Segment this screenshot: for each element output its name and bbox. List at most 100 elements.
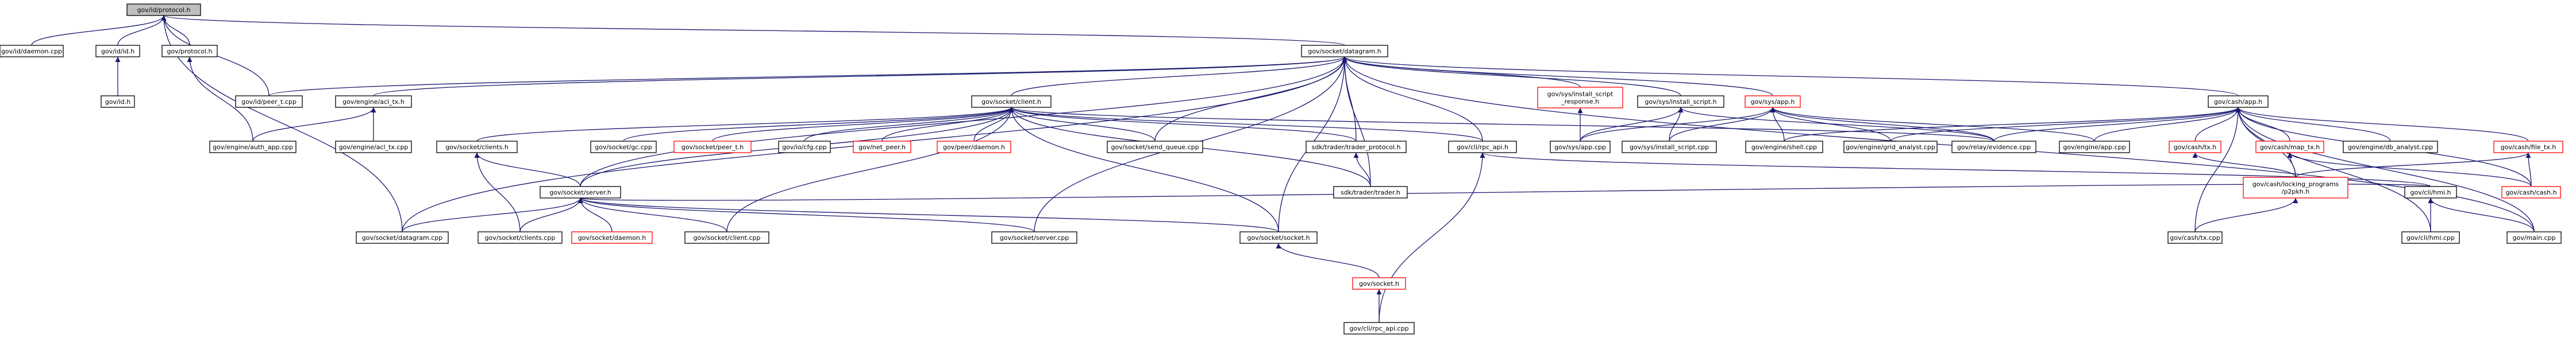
node-socket-datagram-cpp[interactable]: gov/socket/datagram.cpp — [356, 231, 449, 244]
edge-n_cli_hmi_h-to-n_gov_main_cpp — [2428, 197, 2535, 232]
node-cli-rpc-api-h[interactable]: gov/cli/rpc_api.h — [1448, 141, 1517, 153]
node-label: gov/id.h — [105, 98, 130, 106]
node-box — [2343, 141, 2438, 153]
node-cash-file-tx-h[interactable]: gov/cash/file_tx.h — [2493, 141, 2563, 153]
node-box — [95, 45, 140, 57]
node-box — [1550, 141, 1611, 153]
node-socket-datagram-h[interactable]: gov/socket/datagram.h — [1301, 45, 1388, 57]
node-gov-main-cpp[interactable]: gov/main.cpp — [2506, 231, 2562, 244]
node-protocol-h[interactable]: gov/id/protocol.h — [126, 3, 201, 16]
node-socket-gc-cpp[interactable]: gov/socket/gc.cpp — [590, 141, 657, 153]
node-box — [101, 95, 135, 108]
node-box — [1745, 95, 1801, 108]
node-label: gov/peer/daemon.h — [943, 143, 1005, 151]
node-engine-shell-cpp[interactable]: gov/engine/shell.cpp — [1745, 141, 1823, 153]
node-cash-tx-h[interactable]: gov/cash/tx.h — [2169, 141, 2221, 153]
node-label: gov/socket/clients.h — [445, 143, 509, 151]
node-socket-daemon-h[interactable]: gov/socket/daemon.h — [571, 231, 653, 244]
edge-n_socket_client_h-to-n_socket_gc_cpp — [623, 107, 1014, 142]
edge-n_socket_client_h-to-n_socket_socket_h — [1008, 107, 1279, 232]
node-sys-app-cpp[interactable]: gov/sys/app.cpp — [1550, 141, 1611, 153]
node-label: gov/protocol.h — [167, 48, 212, 55]
node-sdk-trader-trader-h[interactable]: sdk/trader/trader.h — [1333, 186, 1408, 199]
node-label: gov/engine/app.cpp — [2063, 143, 2126, 151]
node-sys-install-script-h[interactable]: gov/sys/install_script.h — [1637, 95, 1724, 108]
node-socket-peer-t-h[interactable]: gov/socket/peer_t.h — [673, 141, 752, 153]
edge-n_socket_client_h-to-n_relay_evidence_cpp — [1008, 107, 1994, 142]
edge-n_cash_file_tx_h-to-n_cash_locking_programs_p2pkh_h — [2295, 152, 2531, 178]
edge-n_socket_client_h-to-n_socket_send_queue_cpp — [1008, 107, 1156, 142]
node-box — [0, 45, 64, 57]
node-id-h[interactable]: gov/id.h — [101, 95, 135, 108]
node-cli-hmi-h[interactable]: gov/cli/hmi.h — [2404, 186, 2457, 199]
edge-n_socket_client_h-to-n_socket_clients_h — [476, 107, 1014, 142]
node-socket-clients-cpp[interactable]: gov/socket/clients.cpp — [478, 231, 563, 244]
node-id-peer-t-cpp[interactable]: gov/id/peer_t.cpp — [235, 95, 303, 108]
edge-n_socket_clients_h-to-n_socket_server_h — [474, 152, 581, 187]
edge-n_socket_datagram_h-to-n_id_peer_t_cpp — [268, 56, 1347, 96]
node-sdk-trader-protocol-h[interactable]: sdk/trader/trader_protocol.h — [1306, 141, 1407, 153]
node-id-id-h[interactable]: gov/id/id.h — [95, 45, 140, 57]
node-peer-daemon-h[interactable]: gov/peer/daemon.h — [937, 141, 1011, 153]
node-engine-acl-tx-cpp[interactable]: gov/engine/acl_tx.cpp — [335, 141, 412, 153]
node-gov-protocol-h[interactable]: gov/protocol.h — [161, 45, 218, 57]
node-cli-hmi-cpp[interactable]: gov/cli/hmi.cpp — [2401, 231, 2460, 244]
node-box — [1333, 186, 1408, 199]
node-box — [590, 141, 657, 153]
node-label: gov/engine/auth_app.cpp — [213, 143, 293, 151]
node-socket-client-cpp[interactable]: gov/socket/client.cpp — [684, 231, 769, 244]
edge-n_cli_rpc_api_h-to-n_cli_hmi_h — [1480, 152, 2431, 187]
node-label: gov/id/protocol.h — [137, 6, 190, 14]
node-box — [235, 95, 303, 108]
edge-n_cash_file_tx_h-to-n_cash_cash_h — [2525, 152, 2532, 187]
node-engine-db-analyst-cpp[interactable]: gov/engine/db_analyst.cpp — [2343, 141, 2438, 153]
node-cli-rpc-api-cpp[interactable]: gov/cli/rpc_api.cpp — [1343, 322, 1415, 335]
node-socket-server-h[interactable]: gov/socket/server.h — [540, 186, 621, 199]
node-net-peer-h[interactable]: gov/net_peer.h — [853, 141, 911, 153]
node-sys-app-h[interactable]: gov/sys/app.h — [1745, 95, 1801, 108]
node-cash-app-h[interactable]: gov/cash/app.h — [2208, 95, 2269, 108]
node-cash-map-tx-h[interactable]: gov/cash/map_tx.h — [2255, 141, 2324, 153]
node-cash-cash-h[interactable]: gov/cash/cash.h — [2501, 186, 2561, 199]
node-socket-send-queue-cpp[interactable]: gov/socket/send_queue.cpp — [1107, 141, 1203, 153]
node-label: gov/id/daemon.cpp — [1, 48, 62, 55]
node-engine-app-cpp[interactable]: gov/engine/app.cpp — [2059, 141, 2130, 153]
node-label: gov/cli/rpc_api.h — [1457, 143, 1508, 151]
node-engine-grid-analyst-cpp[interactable]: gov/engine/grid_analyst.cpp — [1843, 141, 1938, 153]
node-sys-install-script-response-h[interactable]: gov/sys/install_script_response.h — [1537, 87, 1623, 108]
node-box — [126, 3, 201, 16]
node-engine-auth-app-cpp[interactable]: gov/engine/auth_app.cpp — [209, 141, 297, 153]
node-cash-locking-programs-p2pkh-h[interactable]: gov/cash/locking_programs/p2pkh.h — [2243, 177, 2348, 199]
edge-n_socket_datagram_h-to-n_socket_server_h — [580, 56, 1347, 187]
node-socket-clients-h[interactable]: gov/socket/clients.h — [436, 141, 518, 153]
node-cash-tx-cpp[interactable]: gov/cash/tx.cpp — [2167, 231, 2223, 244]
node-sys-install-script-cpp[interactable]: gov/sys/install_script.cpp — [1622, 141, 1717, 153]
node-id-daemon-cpp[interactable]: gov/id/daemon.cpp — [0, 45, 64, 57]
node-gov-socket-h[interactable]: gov/socket.h — [1352, 277, 1406, 290]
node-io-cfg-cpp[interactable]: gov/io/cfg.cpp — [778, 141, 831, 153]
node-label: gov/socket/gc.cpp — [595, 143, 652, 151]
node-box — [1843, 141, 1938, 153]
edge-n_socket_datagram_h-to-n_engine_acl_tx_h — [373, 56, 1347, 96]
edge-n_socket_client_h-to-n_socket_peer_t_h — [712, 107, 1014, 142]
node-box — [1448, 141, 1517, 153]
node-socket-client-h[interactable]: gov/socket/client.h — [971, 95, 1052, 108]
node-socket-server-cpp[interactable]: gov/socket/server.cpp — [991, 231, 1077, 244]
edge-n_cash_tx_h-to-n_cash_locking_programs_p2pkh_h — [2192, 152, 2296, 178]
node-label: gov/cash/map_tx.h — [2260, 143, 2320, 151]
node-box — [971, 95, 1052, 108]
node-box — [161, 45, 218, 57]
edge-n_socket_socket_h-to-n_gov_socket_h — [1276, 243, 1380, 278]
edge-n_sys_app_h-to-n_sys_install_script_cpp — [1669, 107, 1776, 142]
node-relay-evidence-cpp[interactable]: gov/relay/evidence.cpp — [1951, 141, 2036, 153]
node-label: gov/cli/hmi.cpp — [2406, 234, 2455, 242]
node-engine-acl-tx-h[interactable]: gov/engine/acl_tx.h — [335, 95, 412, 108]
edge-n_sys_install_script_h-to-n_relay_evidence_cpp — [1678, 107, 1994, 142]
node-socket-socket-h[interactable]: gov/socket/socket.h — [1239, 231, 1318, 244]
node-label: gov/id/peer_t.cpp — [241, 98, 297, 106]
edge-n_socket_datagram_h-to-n_cash_app_h — [1342, 56, 2239, 96]
node-box — [478, 231, 563, 244]
node-box — [991, 231, 1077, 244]
edge-n_socket_client_h-to-n_io_cfg_cpp — [804, 107, 1014, 142]
